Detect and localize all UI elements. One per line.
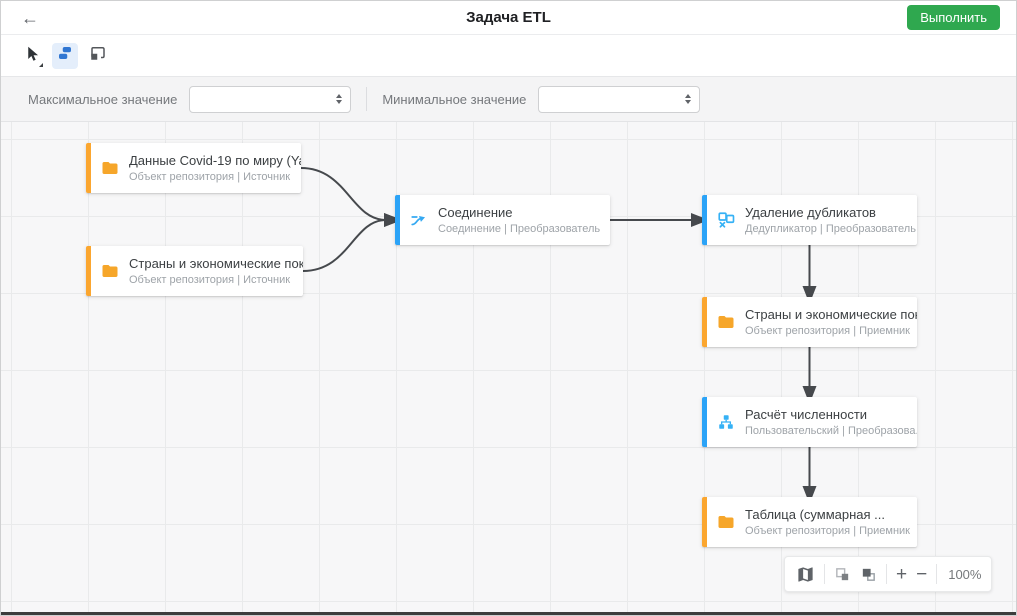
node-accent-bar (702, 397, 707, 447)
min-value-label: Минимальное значение (382, 91, 527, 107)
node-accent-bar (702, 297, 707, 347)
cursor-icon (24, 45, 41, 67)
node-title: Удаление дубликатов (745, 205, 876, 220)
node-title: Страны и экономические пок... (745, 307, 917, 322)
frame-tool[interactable] (85, 43, 111, 69)
tree-icon (717, 413, 735, 431)
node-accent-bar (86, 143, 91, 193)
dedup-icon (717, 211, 735, 229)
node-join[interactable]: Соединение Соединение | Преобразователь (395, 195, 610, 245)
node-subtitle: Соединение | Преобразователь (438, 223, 601, 235)
merge-icon (410, 211, 428, 229)
back-icon[interactable]: ← (21, 7, 39, 28)
node-subtitle: Объект репозитория | Приемник (745, 525, 910, 537)
edge-src1-join (300, 167, 402, 227)
min-value-spinner[interactable] (685, 94, 692, 104)
zoom-level: 100% (948, 566, 982, 582)
header: ← Задача ETL Выполнить (1, 1, 1016, 35)
node-text: Таблица (суммарная ... Объект репозитори… (745, 507, 917, 537)
node-text: Страны и экономические пок... Объект реп… (745, 307, 917, 337)
node-text: Соединение Соединение | Преобразователь (438, 205, 608, 235)
folder-icon (101, 262, 119, 280)
run-button[interactable]: Выполнить (907, 5, 1000, 30)
zoom-panel: + − 100% (784, 556, 992, 592)
folder-icon (101, 159, 119, 177)
node-accent-bar (86, 246, 91, 296)
filter-divider (366, 87, 368, 111)
connections-tool[interactable] (52, 42, 78, 69)
node-src2[interactable]: Страны и экономические пок... Объект реп… (86, 246, 303, 296)
map-icon[interactable] (796, 565, 815, 584)
node-text: Расчёт численности Пользовательский | Пр… (745, 407, 917, 437)
node-text: Удаление дубликатов Дедупликатор | Преоб… (745, 205, 917, 235)
node-subtitle: Дедупликатор | Преобразователь (745, 223, 916, 235)
node-accent-bar (702, 497, 707, 547)
frame-icon (89, 44, 107, 67)
zoom-panel-divider (824, 564, 825, 584)
node-subtitle: Объект репозитория | Приемник (745, 325, 910, 337)
edge-src2-join (302, 213, 402, 272)
node-dst1[interactable]: Страны и экономические пок... Объект реп… (702, 297, 917, 347)
max-value-spinner[interactable] (336, 94, 343, 104)
page-title: Задача ETL (466, 9, 551, 26)
node-title: Соединение (438, 205, 513, 220)
max-value-label: Максимальное значение (28, 91, 178, 107)
node-accent-bar (702, 195, 707, 245)
node-title: Таблица (суммарная ... (745, 507, 885, 522)
folder-icon (717, 513, 735, 531)
node-text: Данные Covid-19 по миру (Yan... Объект р… (129, 153, 301, 183)
node-subtitle: Объект репозитория | Источник (129, 274, 291, 286)
node-dedup[interactable]: Удаление дубликатов Дедупликатор | Преоб… (702, 195, 917, 245)
zoom-panel-divider (886, 564, 887, 584)
zoom-in-button[interactable]: + (896, 563, 908, 585)
zoom-out-button[interactable]: − (916, 563, 928, 585)
node-subtitle: Объект репозитория | Источник (129, 171, 291, 183)
min-value-wrap (538, 85, 701, 113)
node-accent-bar (395, 195, 400, 245)
max-value-input[interactable] (189, 85, 352, 113)
diagram-canvas[interactable]: Данные Covid-19 по миру (Yan... Объект р… (1, 122, 1016, 612)
filter-bar: Максимальное значение Минимальное значен… (1, 77, 1016, 122)
node-dst2[interactable]: Таблица (суммарная ... Объект репозитори… (702, 497, 917, 547)
send-to-back-icon[interactable] (834, 566, 851, 583)
pointer-tool[interactable] (19, 43, 45, 69)
window-bottom-edge (1, 612, 1016, 615)
node-title: Расчёт численности (745, 407, 868, 422)
node-src1[interactable]: Данные Covid-19 по миру (Yan... Объект р… (86, 143, 301, 193)
bring-to-front-icon[interactable] (860, 566, 877, 583)
nodes-icon (56, 44, 74, 67)
folder-icon (717, 313, 735, 331)
min-value-input[interactable] (538, 85, 701, 113)
zoom-panel-divider (936, 564, 938, 584)
node-title: Данные Covid-19 по миру (Yan... (129, 153, 301, 168)
toolbar (1, 35, 1016, 77)
node-text: Страны и экономические пок... Объект реп… (129, 256, 303, 286)
max-value-wrap (189, 85, 352, 113)
tool-dropdown-corner (39, 62, 43, 67)
node-calc[interactable]: Расчёт численности Пользовательский | Пр… (702, 397, 917, 447)
node-subtitle: Пользовательский | Преобразова... (745, 425, 917, 437)
node-title: Страны и экономические пок... (129, 256, 303, 271)
